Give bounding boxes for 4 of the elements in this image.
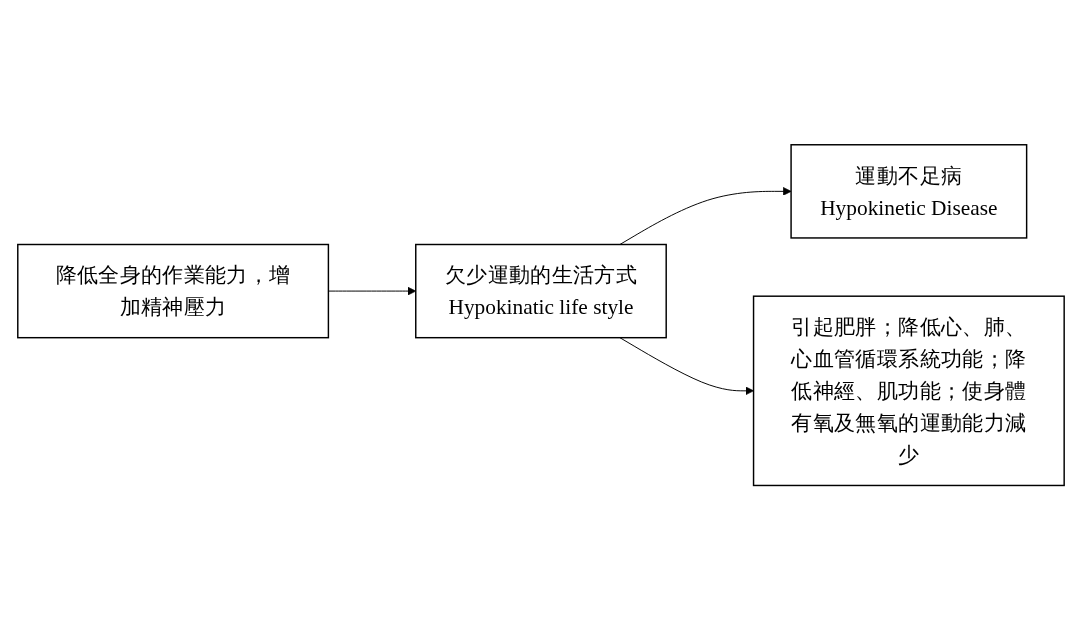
node-box: 欠少運動的生活方式 Hypokinatic life style — [415, 244, 667, 339]
node-box: 運動不足病 Hypokinetic Disease — [790, 144, 1028, 240]
node-box: 降低全身的作業能力，增加精神壓力 — [17, 244, 330, 339]
node-box: 引起肥胖；降低心、肺、心血管循環系統功能；降低神經、肌功能；使身體有氧及無氧的運動能力減少 — [752, 295, 1065, 487]
